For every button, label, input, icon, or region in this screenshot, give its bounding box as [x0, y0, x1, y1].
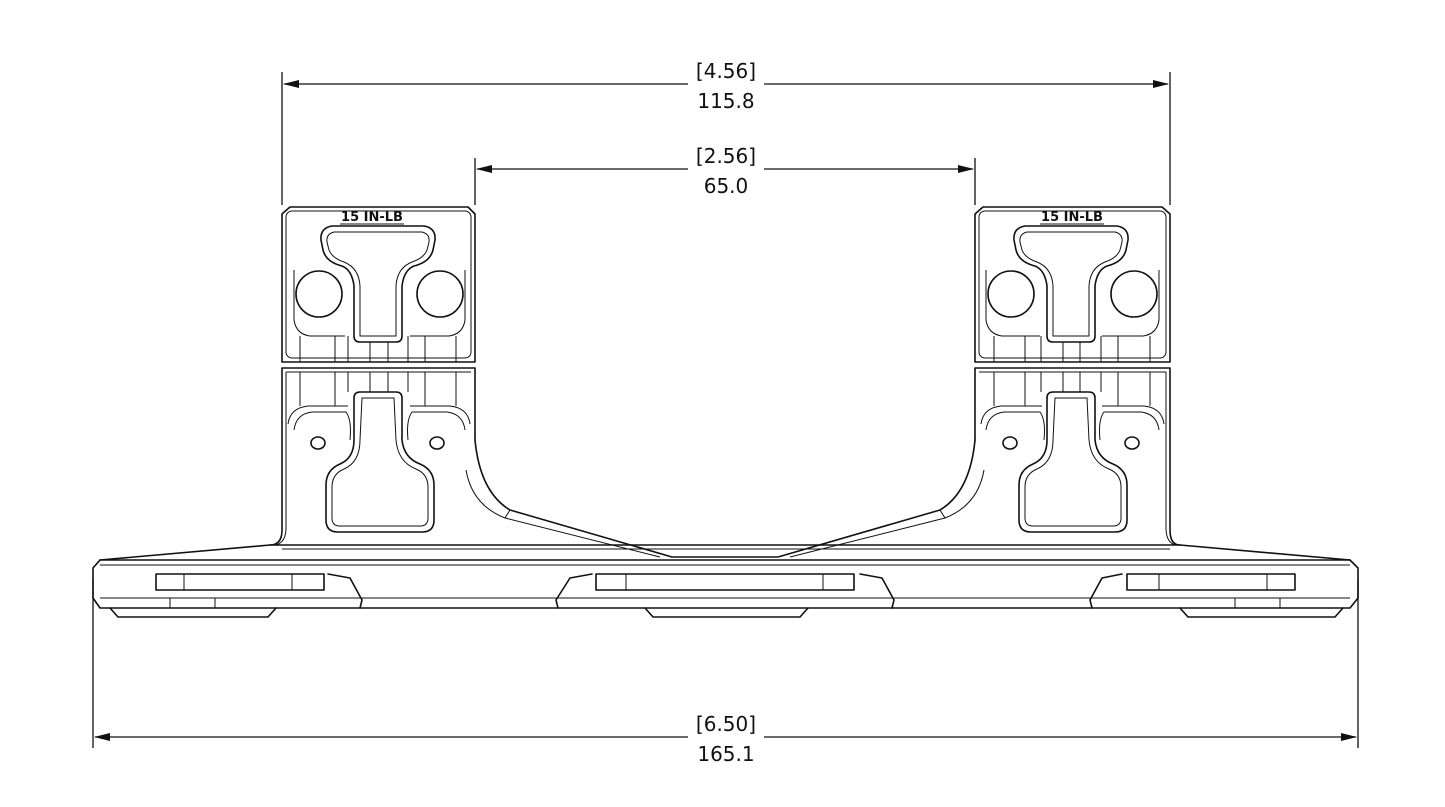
torque-label-left: 15 IN-LB: [341, 210, 403, 225]
left-small-hole-1: [310, 436, 326, 450]
base-plate: [92, 544, 1359, 618]
center-bridge: [465, 439, 985, 558]
dim-bottom-inches: [6.50]: [696, 712, 756, 736]
dimension-bottom-overall: [6.50] 165.1: [92, 580, 1359, 766]
dim-top-inner-inches: [2.56]: [696, 144, 756, 168]
left-bolt-hole-2: [416, 270, 464, 318]
dim-top-inner-mm: 65.0: [704, 174, 749, 198]
dim-bottom-mm: 165.1: [697, 742, 754, 766]
left-small-hole-2: [429, 436, 445, 450]
right-upright: 15 IN-LB: [974, 206, 1181, 546]
dimension-top-outer: [4.56] 115.8: [281, 59, 1171, 205]
dim-top-outer-inches: [4.56]: [696, 59, 756, 83]
torque-label-right: 15 IN-LB: [1041, 210, 1103, 225]
left-upright: 15 IN-LB: [269, 206, 476, 546]
right-small-hole-1: [1002, 436, 1018, 450]
dimension-top-inner: [2.56] 65.0: [474, 144, 976, 205]
left-bolt-hole-1: [295, 270, 343, 318]
right-bolt-hole-2: [1110, 270, 1158, 318]
right-small-hole-2: [1124, 436, 1140, 450]
right-bolt-hole-1: [987, 270, 1035, 318]
dim-top-outer-mm: 115.8: [697, 89, 754, 113]
